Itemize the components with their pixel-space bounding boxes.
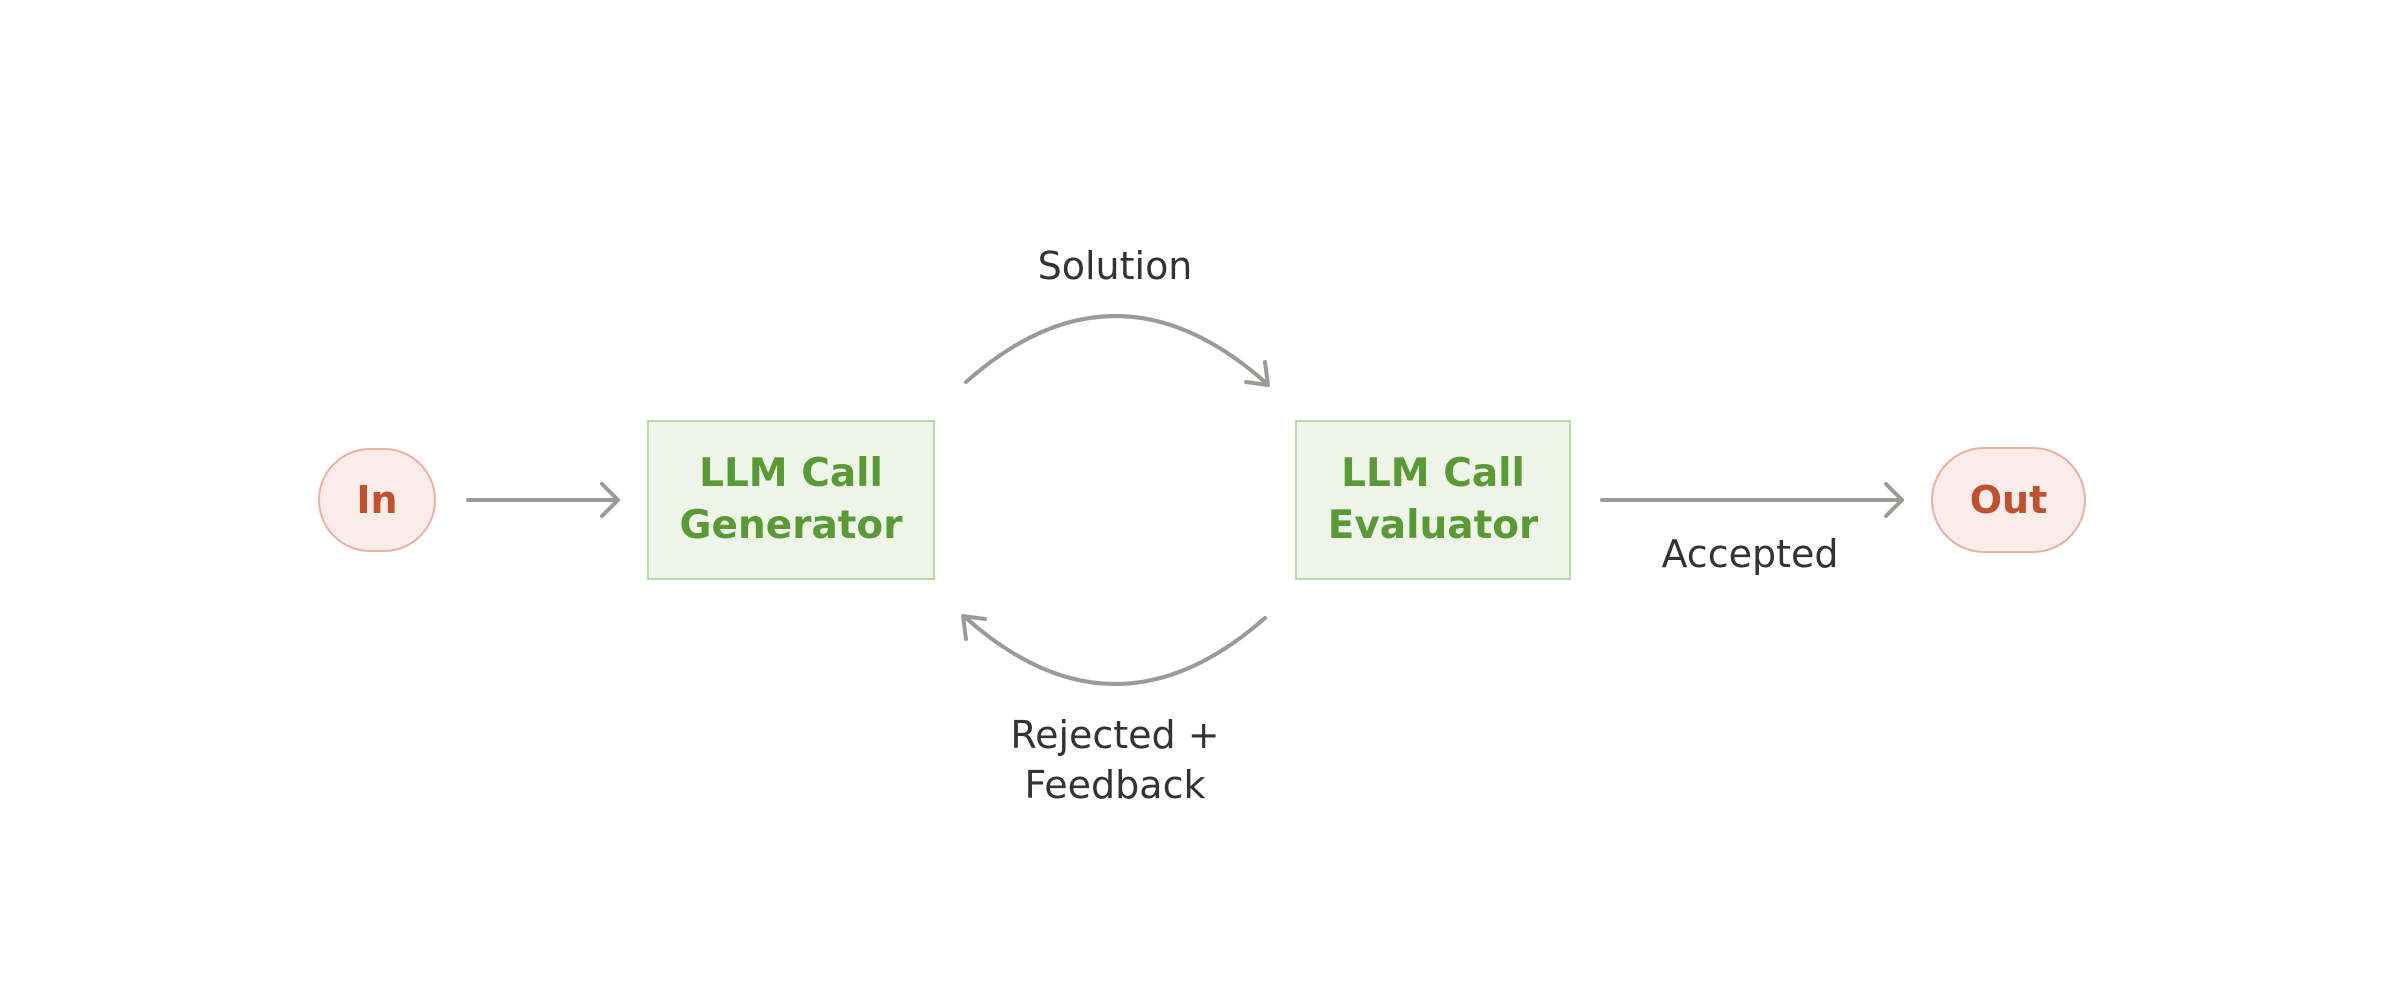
in-to-generator-arrow <box>466 482 620 518</box>
generator-label-line1: LLM Call <box>699 451 883 496</box>
out-node: Out <box>1931 447 2086 553</box>
out-label: Out <box>1969 478 2048 522</box>
in-node: In <box>318 448 436 552</box>
evaluator-to-out-arrow <box>1600 482 1904 518</box>
rejected-label-line1: Rejected + <box>1010 713 1220 757</box>
in-label: In <box>356 478 398 522</box>
rejected-label-line2: Feedback <box>1024 763 1206 807</box>
generator-node: LLM Call Generator <box>647 420 935 580</box>
accepted-label: Accepted <box>1661 532 1839 576</box>
rejected-feedback-arrow <box>961 614 1267 686</box>
evaluator-label-line2: Evaluator <box>1327 503 1539 548</box>
evaluator-node: LLM Call Evaluator <box>1295 420 1571 580</box>
solution-arrow <box>964 314 1270 387</box>
rejected-feedback-label: Rejected + Feedback <box>965 710 1265 810</box>
generator-label-line2: Generator <box>679 503 903 548</box>
evaluator-label-line1: LLM Call <box>1341 451 1525 496</box>
solution-label: Solution <box>1037 244 1193 288</box>
